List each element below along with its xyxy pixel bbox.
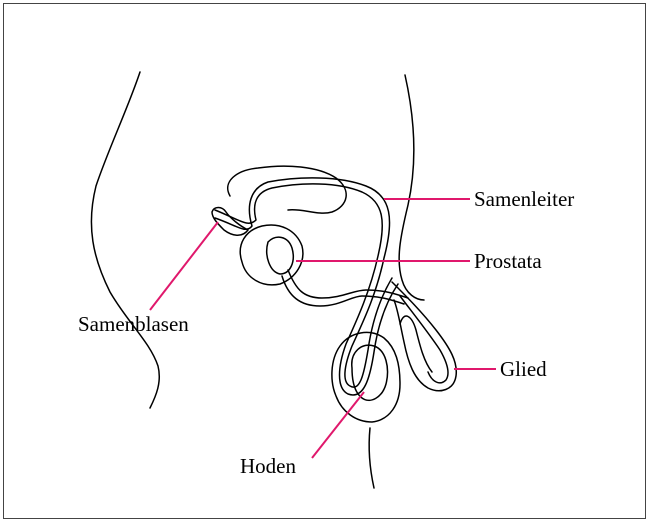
back-outline <box>91 72 159 408</box>
leader-samenblasen <box>150 222 218 310</box>
label-hoden: Hoden <box>240 456 296 477</box>
label-glied: Glied <box>500 359 547 380</box>
urethra-inner <box>288 270 408 298</box>
prostata-inner <box>267 237 294 274</box>
abdomen-outline <box>399 75 424 300</box>
label-samenblasen: Samenblasen <box>78 314 189 335</box>
label-prostata: Prostata <box>474 251 542 272</box>
label-samenleiter: Samenleiter <box>474 189 574 210</box>
penis-inner <box>400 296 448 383</box>
thigh-outline <box>369 428 374 488</box>
bladder-outline <box>228 166 346 213</box>
vas-deferens-outer <box>215 178 392 387</box>
